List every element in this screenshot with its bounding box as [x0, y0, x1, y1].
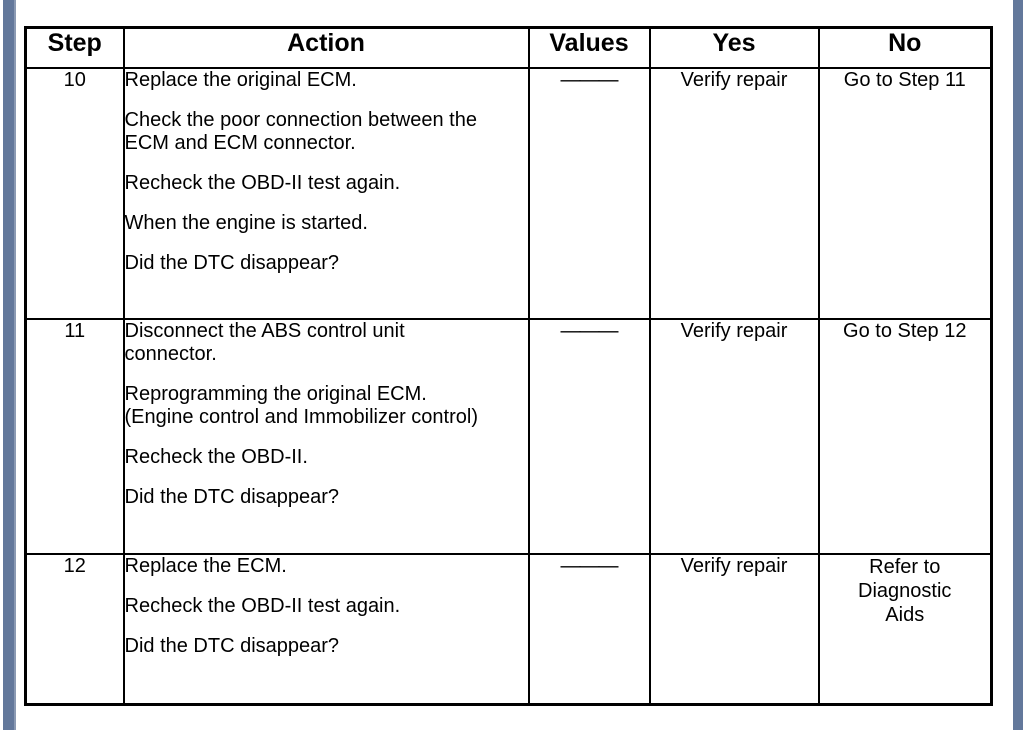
no-cell-line: Diagnostic [858, 580, 952, 602]
action-question: Did the DTC disappear? [124, 486, 340, 508]
values-cell: ——— [527, 67, 651, 320]
yes-cell: Verify repair [648, 67, 820, 320]
column-header-yes: Yes [648, 26, 820, 69]
action-paragraph: Reprogramming the original ECM. (Engine … [124, 383, 479, 428]
no-cell: Go to Step 12 [817, 318, 993, 555]
values-dash: ——— [560, 555, 619, 577]
no-cell: Go to Step 11 [817, 67, 993, 320]
table-body: 10 Replace the original ECM. Check the p… [24, 67, 993, 706]
values-dash: ——— [560, 69, 619, 91]
no-cell: Refer to Diagnostic Aids [817, 553, 993, 706]
no-cell-line: Refer to [869, 556, 941, 578]
action-paragraph: Recheck the OBD-II. [124, 446, 308, 468]
column-header-step: Step [24, 26, 125, 69]
table-row: 11 Disconnect the ABS control unit conne… [24, 318, 993, 555]
column-header-action: Action [122, 26, 530, 69]
action-cell: Replace the original ECM. Check the poor… [122, 67, 530, 320]
yes-cell: Verify repair [648, 553, 820, 706]
scan-edge-band-left [3, 0, 14, 730]
scan-edge-band-right [1013, 0, 1023, 730]
column-header-values: Values [527, 26, 651, 69]
action-question: Did the DTC disappear? [124, 252, 340, 274]
action-paragraph: Replace the ECM. [124, 555, 287, 577]
diagnostic-steps-table: Step Action Values Yes No 10 Replace the… [24, 26, 993, 706]
values-cell: ——— [527, 318, 651, 555]
values-dash: ——— [560, 320, 619, 342]
table-header-row: Step Action Values Yes No [24, 26, 993, 69]
action-paragraph: Recheck the OBD-II test again. [124, 172, 401, 194]
table-row: 12 Replace the ECM. Recheck the OBD-II t… [24, 553, 993, 706]
step-number-cell: 10 [24, 67, 125, 320]
action-question: Did the DTC disappear? [124, 635, 340, 657]
action-paragraph: Replace the original ECM. [124, 69, 357, 91]
action-cell: Replace the ECM. Recheck the OBD-II test… [122, 553, 530, 706]
column-header-no: No [817, 26, 993, 69]
action-paragraph: Check the poor connection between the EC… [124, 109, 477, 154]
step-number-cell: 11 [24, 318, 125, 555]
step-number-cell: 12 [24, 553, 125, 706]
action-paragraph: When the engine is started. [124, 212, 368, 234]
scan-edge-band-left-highlight [14, 0, 16, 730]
yes-cell: Verify repair [648, 318, 820, 555]
action-paragraph: Recheck the OBD-II test again. [124, 595, 401, 617]
table-row: 10 Replace the original ECM. Check the p… [24, 67, 993, 320]
no-cell-line: Aids [885, 604, 925, 626]
action-paragraph: Disconnect the ABS control unit connecto… [124, 320, 405, 365]
table-header: Step Action Values Yes No [24, 26, 993, 69]
values-cell: ——— [527, 553, 651, 706]
action-cell: Disconnect the ABS control unit connecto… [122, 318, 530, 555]
